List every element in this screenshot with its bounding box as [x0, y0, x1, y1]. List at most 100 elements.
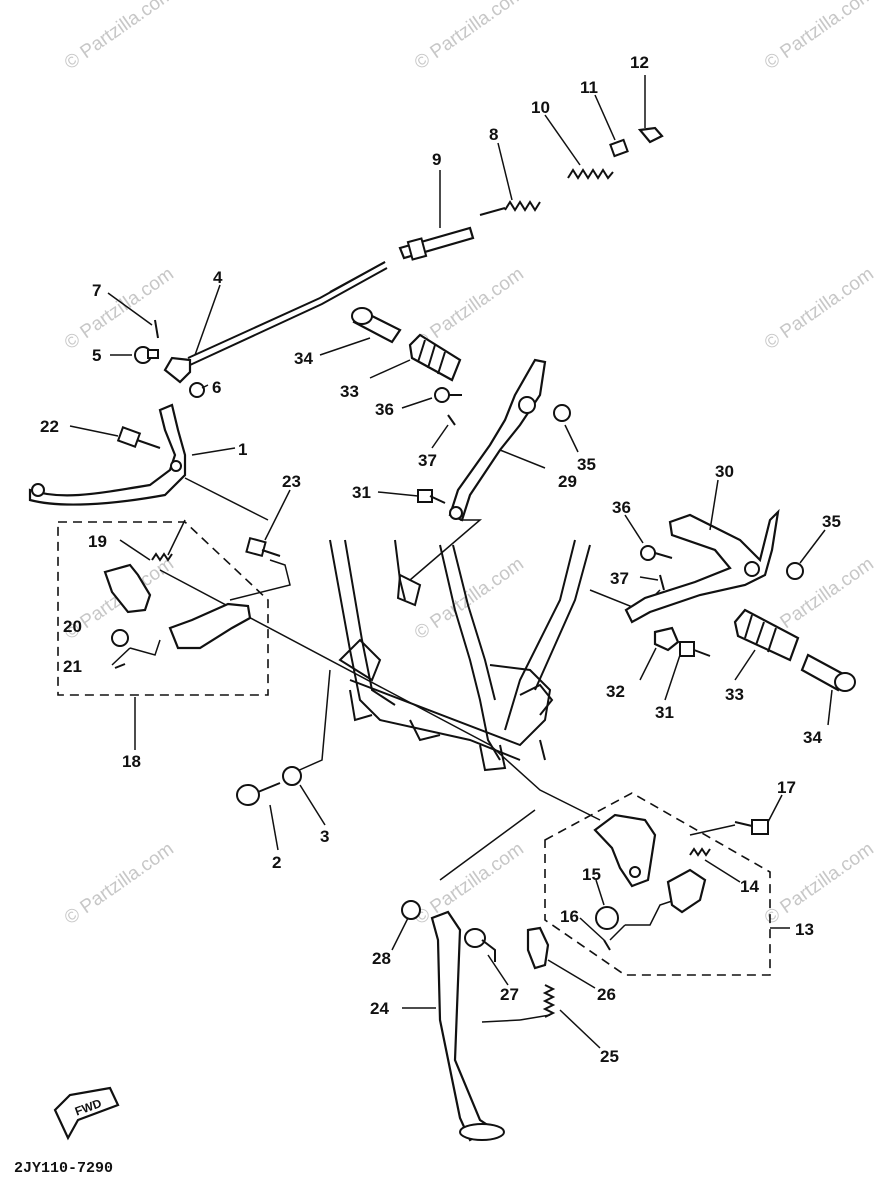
bolt-17: [734, 819, 769, 835]
callout-31-upper: 31: [352, 483, 371, 502]
frame: [329, 539, 591, 772]
bolt-31-right: [679, 641, 711, 657]
watermark: © Partzilla.com: [61, 0, 178, 74]
callout-27: 27: [500, 985, 519, 1004]
brake-pedal: [28, 403, 187, 506]
switch-19: [103, 552, 173, 614]
watermark: © Partzilla.com: [761, 263, 878, 354]
callout-34-right: 34: [803, 728, 822, 747]
pin-15: [595, 906, 619, 930]
diagram-code: 2JY110-7290: [14, 1160, 113, 1177]
callout-31-right: 31: [655, 703, 674, 722]
group-box-18: [57, 521, 269, 696]
callout-18: 18: [122, 752, 141, 771]
cotter-16: [603, 939, 611, 951]
callout-32: 32: [606, 682, 625, 701]
callout-9: 9: [432, 150, 441, 169]
watermark: © Partzilla.com: [61, 838, 178, 929]
callout-28: 28: [372, 949, 391, 968]
cotter-pin-7: [154, 319, 159, 339]
bolt-2: [236, 782, 281, 806]
cotter-37-right: [659, 574, 665, 591]
callout-10: 10: [531, 98, 550, 117]
callout-33-upper: 33: [340, 382, 359, 401]
callout-4: 4: [213, 268, 223, 287]
bolt-22: [116, 426, 161, 449]
bolt-27: [464, 928, 496, 962]
callout-3: 3: [320, 827, 329, 846]
callout-33-right: 33: [725, 685, 744, 704]
footrest-pin-34-right: [800, 653, 856, 692]
nut-35-upper: [553, 404, 571, 422]
callout-leaders: [69, 75, 833, 1049]
callout-15: 15: [582, 865, 601, 884]
watermark: © Partzilla.com: [761, 0, 878, 74]
washer-28: [401, 900, 421, 920]
callout-8: 8: [489, 125, 498, 144]
callout-7: 7: [92, 281, 101, 300]
callout-11: 11: [580, 78, 598, 97]
callout-17: 17: [777, 778, 796, 797]
callout-36-right: 36: [612, 498, 631, 517]
spring-8: [479, 200, 541, 216]
callout-22: 22: [40, 417, 59, 436]
clip-12: [637, 126, 664, 144]
footrest-bracket-29: [448, 358, 547, 522]
fwd-arrow: FWD: [53, 1086, 120, 1141]
callout-35-upper: 35: [577, 455, 596, 474]
callout-14: 14: [740, 877, 759, 896]
watermark: © Partzilla.com: [411, 0, 528, 74]
callout-37-right: 37: [610, 569, 629, 588]
bolt-23: [245, 536, 281, 558]
watermark: © Partzilla.com: [761, 838, 878, 929]
bracket-26: [526, 926, 550, 970]
callout-2: 2: [272, 853, 281, 872]
switch-14: [666, 847, 711, 914]
bracket-18: [168, 602, 252, 650]
sidestand-24: [430, 910, 505, 1142]
callout-25: 25: [600, 1047, 619, 1066]
rod-4: [163, 261, 388, 384]
watermark: © Partzilla.com: [411, 553, 528, 644]
callout-35-right: 35: [822, 512, 841, 531]
nut-35-right: [786, 562, 804, 580]
callout-36-upper: 36: [375, 400, 394, 419]
callout-20: 20: [63, 617, 82, 636]
callout-23: 23: [282, 472, 301, 491]
spring-10: [567, 168, 614, 180]
cotter-21: [114, 663, 126, 669]
callout-5: 5: [92, 346, 101, 365]
callout-21: 21: [63, 657, 82, 676]
watermark: © Partzilla.com: [411, 838, 528, 929]
callout-34-upper: 34: [294, 349, 313, 368]
nut-3: [282, 766, 302, 786]
footrest-rubber-33-right: [733, 608, 800, 662]
sidestand-switch-13: [593, 813, 657, 888]
footrest-pin-34-upper: [351, 307, 402, 344]
washer-6: [189, 382, 205, 398]
watermark: © Partzilla.com: [61, 263, 178, 354]
callout-13: 13: [795, 920, 814, 939]
bolt-31-upper: [417, 489, 446, 504]
footrest-bracket-30: [624, 508, 780, 624]
pin-36-right: [640, 545, 673, 561]
callout-24: 24: [370, 999, 389, 1018]
callout-30: 30: [715, 462, 734, 481]
pin-20: [111, 629, 129, 647]
callout-19: 19: [88, 532, 107, 551]
pin-36-upper: [434, 387, 462, 403]
callout-37-upper: 37: [418, 451, 437, 470]
cotter-37-upper: [447, 414, 456, 426]
callout-1: 1: [238, 440, 247, 459]
pin-5: [134, 346, 159, 364]
group-box-13: [544, 792, 771, 976]
callout-16: 16: [560, 907, 579, 926]
callout-6: 6: [212, 378, 221, 397]
callout-26: 26: [597, 985, 616, 1004]
spring-25: [542, 984, 556, 1018]
footrest-rubber-33-upper: [408, 333, 462, 382]
switch-9: [398, 226, 475, 261]
pin-11: [609, 138, 629, 158]
callout-12: 12: [630, 53, 649, 72]
